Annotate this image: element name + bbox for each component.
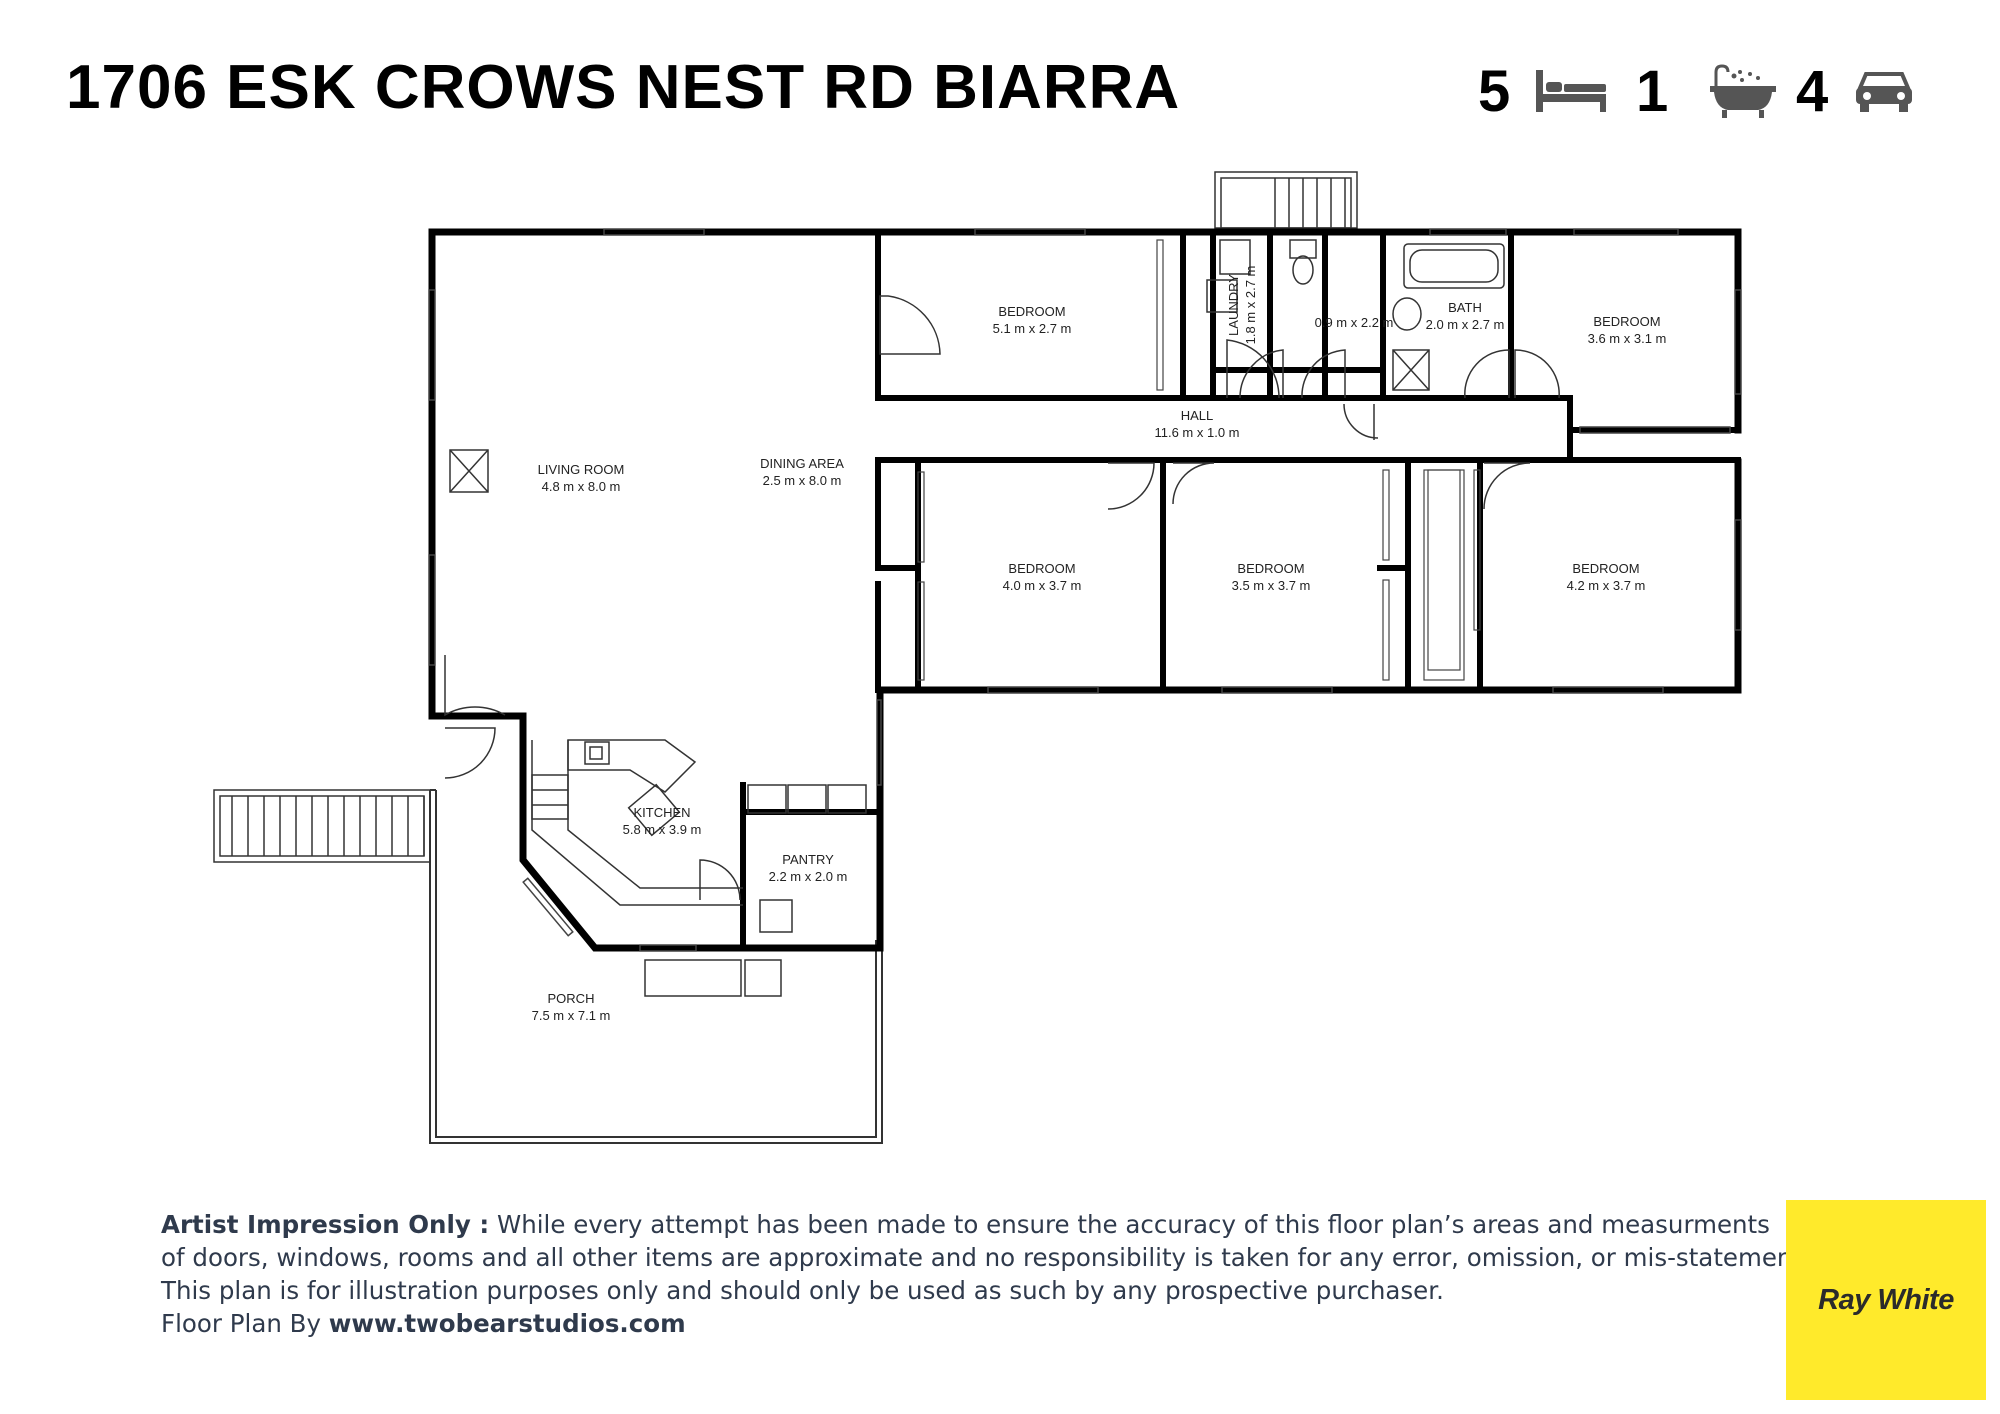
disclaimer-line-2: of doors, windows, rooms and all other i… bbox=[161, 1243, 1803, 1272]
disclaimer-heading: Artist Impression Only : bbox=[161, 1210, 490, 1239]
disclaimer-line-3: This plan is for illustration purposes o… bbox=[161, 1276, 1444, 1305]
doors bbox=[444, 295, 1560, 901]
disclaimer-line-1: Artist Impression Only : While every att… bbox=[161, 1208, 1770, 1241]
bath-size: 2.0 m x 2.7 m bbox=[1426, 317, 1505, 332]
property-stats: 5 1 4 bbox=[1478, 58, 1918, 128]
bathtub-icon bbox=[1710, 64, 1776, 118]
wc-size: 0.9 m x 2.2 m bbox=[1315, 315, 1394, 330]
dining-area-size: 2.5 m x 8.0 m bbox=[763, 473, 842, 488]
dining-area-label: DINING AREA bbox=[760, 456, 844, 471]
bedroom-2-size: 3.6 m x 3.1 m bbox=[1588, 331, 1667, 346]
laundry-size: 1.8 m x 2.7 m bbox=[1243, 266, 1258, 345]
bedroom-4-label: BEDROOM bbox=[1237, 561, 1304, 576]
car-icon bbox=[1856, 72, 1912, 112]
bedroom-3-label: BEDROOM bbox=[1008, 561, 1075, 576]
bedroom-1-size: 5.1 m x 2.7 m bbox=[993, 321, 1072, 336]
bedroom-2-label: BEDROOM bbox=[1593, 314, 1660, 329]
car-spaces-count: 4 bbox=[1796, 59, 1829, 124]
room-labels: LIVING ROOM 4.8 m x 8.0 m DINING AREA 2.… bbox=[532, 266, 1667, 1023]
ray-white-logo: Ray White bbox=[1786, 1200, 1986, 1400]
interior-walls bbox=[740, 229, 1741, 951]
laundry-label: LAUNDRY bbox=[1226, 274, 1241, 336]
disclaimer: Artist Impression Only : While every att… bbox=[161, 1208, 1803, 1340]
kitchen-label: KITCHEN bbox=[633, 805, 690, 820]
bath-label: BATH bbox=[1448, 300, 1482, 315]
floor-plan: LIVING ROOM 4.8 m x 8.0 m DINING AREA 2.… bbox=[213, 171, 1742, 1144]
kitchen-size: 5.8 m x 3.9 m bbox=[623, 822, 702, 837]
bedroom-5-size: 4.2 m x 3.7 m bbox=[1567, 578, 1646, 593]
living-room-label: LIVING ROOM bbox=[538, 462, 625, 477]
fireplace bbox=[449, 449, 489, 493]
front-steps bbox=[213, 789, 431, 863]
credit-label: Floor Plan By bbox=[161, 1309, 329, 1338]
kitchen-counters bbox=[531, 739, 867, 997]
rear-steps bbox=[1214, 171, 1358, 229]
bath-fixtures bbox=[1206, 239, 1505, 391]
living-room-size: 4.8 m x 8.0 m bbox=[542, 479, 621, 494]
bathrooms-count: 1 bbox=[1636, 59, 1669, 124]
pantry-label: PANTRY bbox=[782, 852, 834, 867]
bedroom-1-label: BEDROOM bbox=[998, 304, 1065, 319]
bedrooms-count: 5 bbox=[1478, 59, 1511, 124]
bedroom-3-size: 4.0 m x 3.7 m bbox=[1003, 578, 1082, 593]
credit-line: Floor Plan By www.twobearstudios.com bbox=[161, 1307, 1721, 1340]
hall-size: 11.6 m x 1.0 m bbox=[1154, 425, 1239, 440]
bedroom-4-size: 3.5 m x 3.7 m bbox=[1232, 578, 1311, 593]
porch-label: PORCH bbox=[548, 991, 595, 1006]
property-address-title: 1706 ESK CROWS NEST RD BIARRA bbox=[66, 53, 1181, 122]
exterior-walls bbox=[428, 228, 1742, 952]
porch-deck bbox=[429, 789, 883, 1144]
bed-icon bbox=[1536, 70, 1606, 112]
pantry-size: 2.2 m x 2.0 m bbox=[769, 869, 848, 884]
wardrobes bbox=[917, 239, 1481, 681]
windows bbox=[428, 228, 1742, 952]
porch-size: 7.5 m x 7.1 m bbox=[532, 1008, 611, 1023]
logo-text: Ray White bbox=[1818, 1284, 1954, 1316]
disclaimer-line-1-text: While every attempt has been made to ens… bbox=[489, 1210, 1770, 1239]
bedroom-5-label: BEDROOM bbox=[1572, 561, 1639, 576]
hall-label: HALL bbox=[1181, 408, 1214, 423]
credit-link[interactable]: www.twobearstudios.com bbox=[328, 1309, 686, 1338]
